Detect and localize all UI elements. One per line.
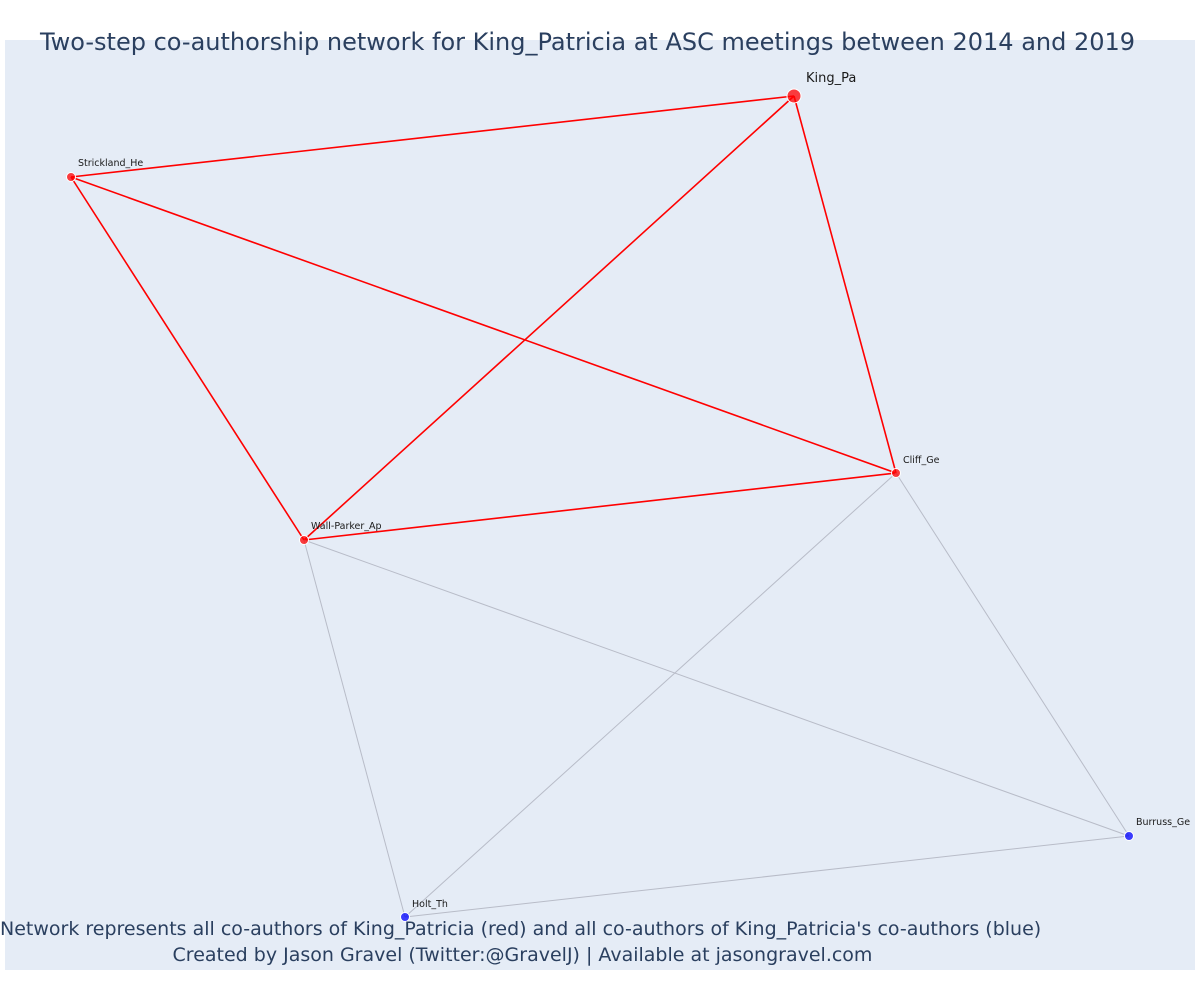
nodes-layer	[66, 88, 1134, 922]
edge-Wall-Parker_Ap-Holt_Th	[303, 539, 406, 918]
node-label-Burruss_Ge: Burruss_Ge	[1136, 817, 1190, 828]
node-King_Pa[interactable]	[786, 88, 802, 104]
edge-Strickland_He-Cliff_Ge	[70, 176, 897, 474]
node-Burruss_Ge[interactable]	[1124, 831, 1134, 841]
edge-King_Pa-Strickland_He	[70, 95, 795, 178]
edge-Holt_Th-Burruss_Ge	[404, 835, 1130, 918]
footer-note-line2: Created by Jason Gravel (Twitter:@Gravel…	[172, 944, 873, 966]
edge-King_Pa-Cliff_Ge	[793, 95, 897, 474]
edge-King_Pa-Wall-Parker_Ap	[303, 95, 795, 541]
node-Holt_Th[interactable]	[400, 912, 410, 922]
node-label-Cliff_Ge: Cliff_Ge	[903, 455, 940, 466]
edge-Wall-Parker_Ap-Cliff_Ge	[303, 472, 897, 541]
edge-Strickland_He-Wall-Parker_Ap	[70, 176, 305, 541]
plot-background	[5, 40, 1195, 970]
edge-Cliff_Ge-Holt_Th	[404, 472, 897, 918]
node-label-Wall-Parker_Ap: Wall-Parker_Ap	[311, 521, 382, 532]
edge-Wall-Parker_Ap-Burruss_Ge	[303, 539, 1130, 837]
chart-title: Two-step co-authorship network for King_…	[39, 28, 1136, 56]
edges-layer	[70, 95, 1130, 918]
edge-Cliff_Ge-Burruss_Ge	[895, 472, 1130, 837]
node-label-Holt_Th: Holt_Th	[412, 899, 448, 910]
node-Wall-Parker_Ap[interactable]	[299, 535, 309, 545]
footer-note-line1: Network represents all co-authors of Kin…	[0, 918, 1042, 940]
node-Strickland_He[interactable]	[66, 172, 76, 182]
node-label-King_Pa: King_Pa	[806, 71, 856, 86]
node-Cliff_Ge[interactable]	[891, 468, 901, 478]
node-label-Strickland_He: Strickland_He	[78, 158, 143, 169]
